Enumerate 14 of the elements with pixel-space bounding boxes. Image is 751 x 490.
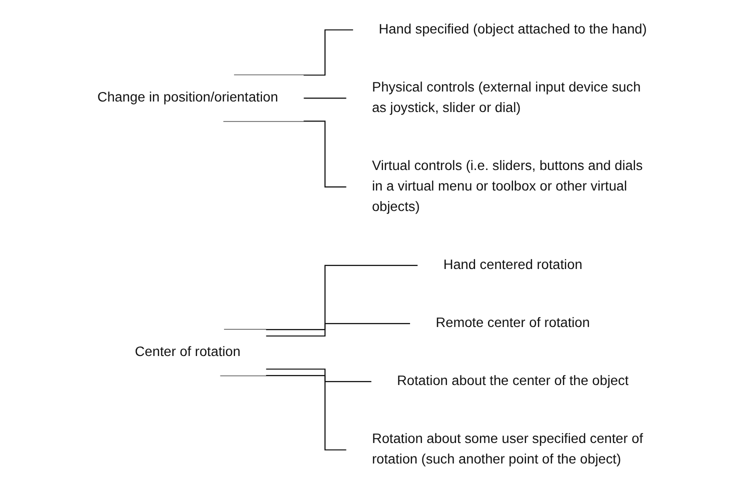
node-text: Virtual controls (i.e. sliders, buttons and dials in a virtual menu or toolbox or other virtual objects) <box>372 158 643 214</box>
node-text: Remote center of rotation <box>436 316 590 330</box>
connector <box>224 264 418 330</box>
node-text: Hand centered rotation <box>443 258 582 272</box>
connector <box>266 322 411 337</box>
connector <box>223 120 347 188</box>
node-text: Rotation about some user specified center of rotation (such another point of the object) <box>372 432 644 467</box>
node-text: Physical controls (external input device such as joystick, slider or dial) <box>372 80 641 116</box>
connector <box>304 98 347 99</box>
connector <box>234 29 354 76</box>
node-text: Rotation about the center of the object <box>397 374 629 388</box>
connector <box>266 368 372 382</box>
connector <box>220 375 347 450</box>
node-text: Hand specified (object attached to the hand) <box>378 22 647 37</box>
